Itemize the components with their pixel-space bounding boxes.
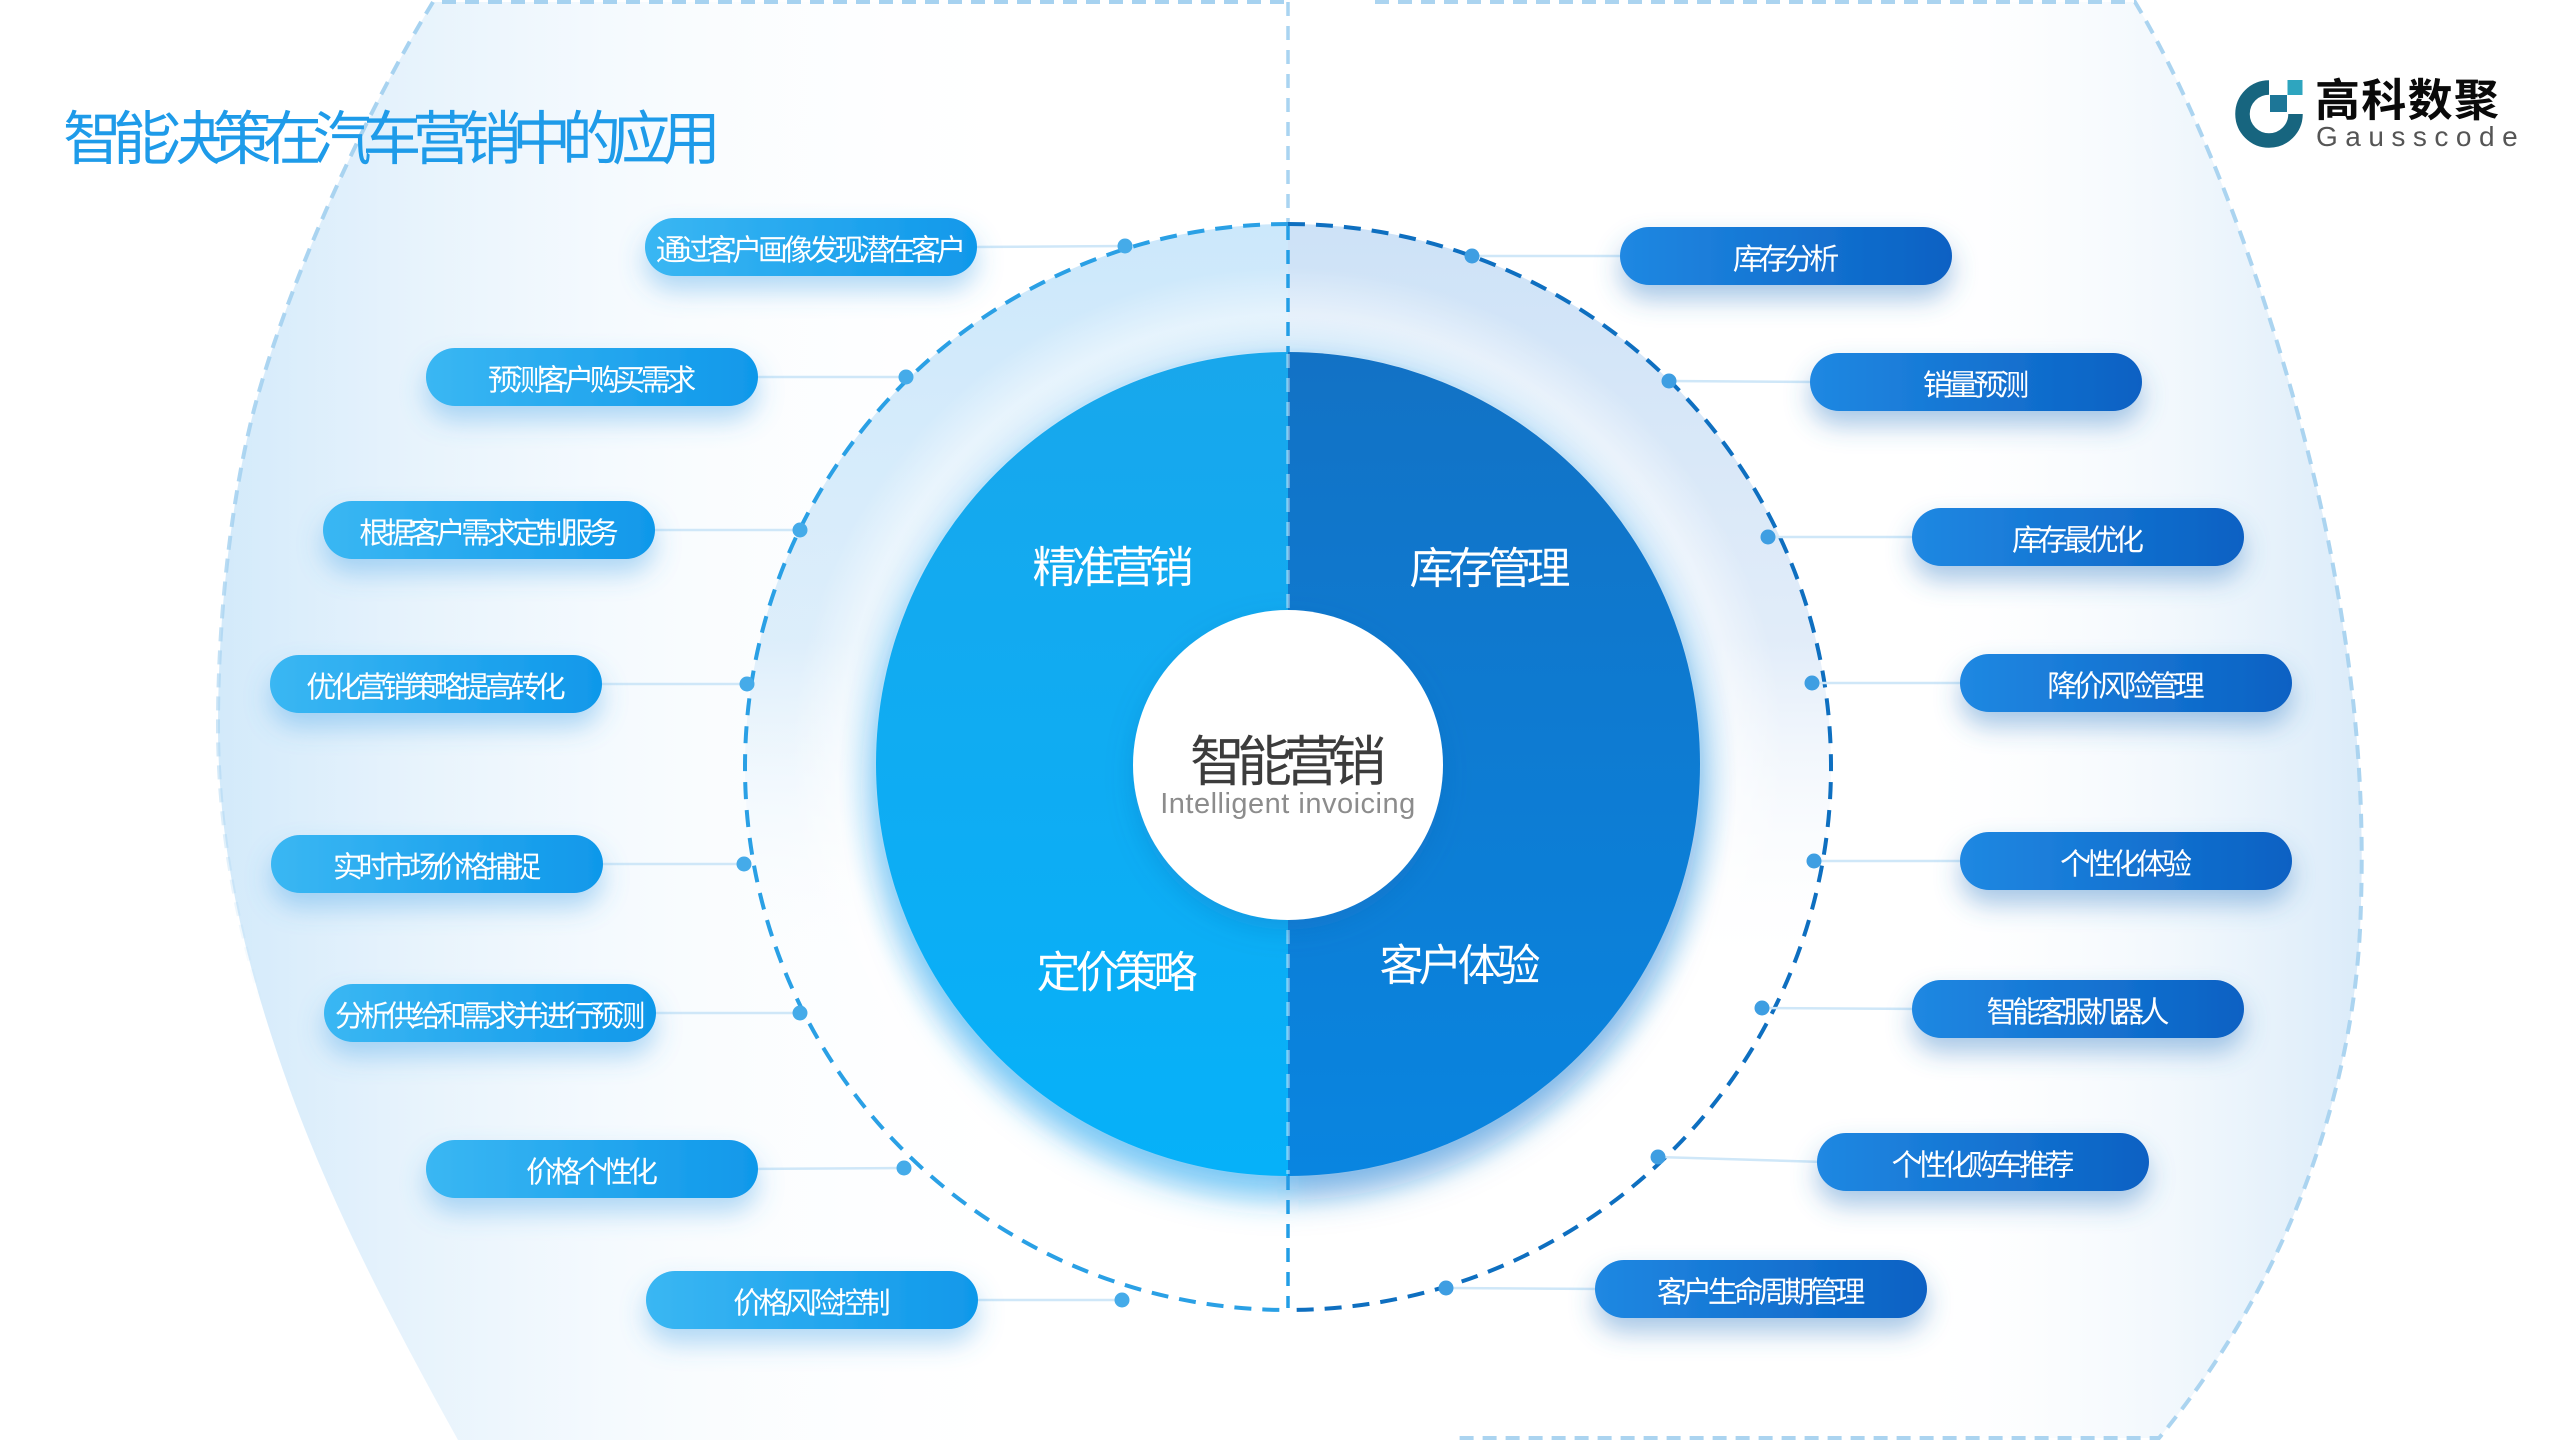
svg-text:Gausscode: Gausscode (2316, 121, 2525, 152)
svg-text:Intelligent invoicing: Intelligent invoicing (1160, 788, 1416, 820)
